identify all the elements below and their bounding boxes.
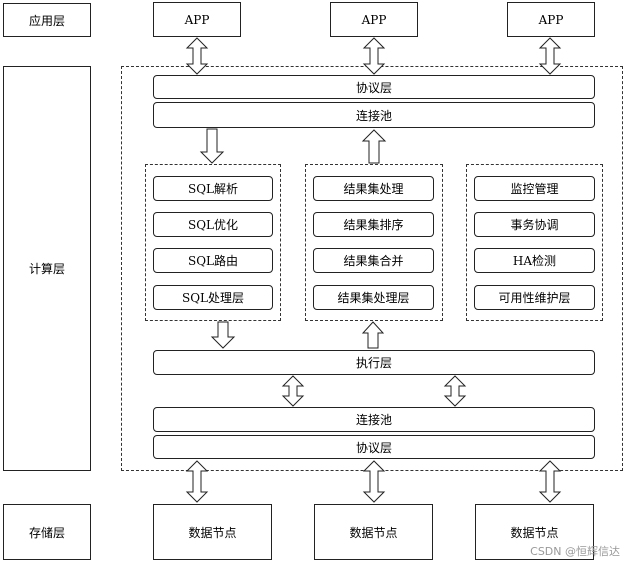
- up-arrow-result-to-pool: [361, 129, 387, 164]
- down-arrow-sql-to-executor: [210, 321, 236, 349]
- result-merge: 结果集合并: [313, 248, 434, 273]
- sql-group: [145, 164, 281, 321]
- sql-route: SQL路由: [153, 248, 273, 273]
- double-arrow-node-3: [538, 460, 562, 503]
- sql-parse: SQL解析: [153, 176, 273, 201]
- double-arrow-node-1: [185, 460, 209, 503]
- result-process-layer: 结果集处理层: [313, 285, 434, 310]
- double-arrow-app-3: [538, 37, 562, 75]
- data-node-2: 数据节点: [314, 504, 433, 560]
- connection-pool-bottom: 连接池: [153, 407, 595, 432]
- sql-optimize: SQL优化: [153, 212, 273, 237]
- double-arrow-executor-2: [443, 375, 467, 407]
- result-sort: 结果集排序: [313, 212, 434, 237]
- app-box-1: APP: [153, 2, 241, 37]
- manage-group: [466, 164, 603, 321]
- double-arrow-app-2: [362, 37, 386, 75]
- protocol-layer-bottom: 协议层: [153, 435, 595, 459]
- protocol-layer-top: 协议层: [153, 75, 595, 99]
- data-node-3: 数据节点: [475, 504, 594, 560]
- availability-layer: 可用性维护层: [474, 285, 595, 310]
- sql-process-layer: SQL处理层: [153, 285, 273, 310]
- transaction-coord: 事务协调: [474, 212, 595, 237]
- app-box-2: APP: [330, 2, 418, 37]
- double-arrow-node-2: [362, 460, 386, 503]
- monitor-manage: 监控管理: [474, 176, 595, 201]
- storage-layer-label: 存储层: [3, 504, 91, 560]
- down-arrow-pool-to-sql: [199, 128, 225, 164]
- app-box-3: APP: [507, 2, 595, 37]
- ha-check: HA检测: [474, 248, 595, 273]
- double-arrow-executor-1: [281, 375, 305, 407]
- up-arrow-executor-to-result: [361, 321, 385, 349]
- watermark: CSDN @恒辉信达: [530, 545, 620, 558]
- application-layer-label: 应用层: [3, 3, 91, 37]
- result-group: [305, 164, 443, 321]
- result-process: 结果集处理: [313, 176, 434, 201]
- data-node-1: 数据节点: [153, 504, 272, 560]
- executor-layer: 执行层: [153, 350, 595, 375]
- connection-pool-top: 连接池: [153, 102, 595, 128]
- compute-layer-label: 计算层: [3, 66, 91, 471]
- double-arrow-app-1: [185, 37, 209, 75]
